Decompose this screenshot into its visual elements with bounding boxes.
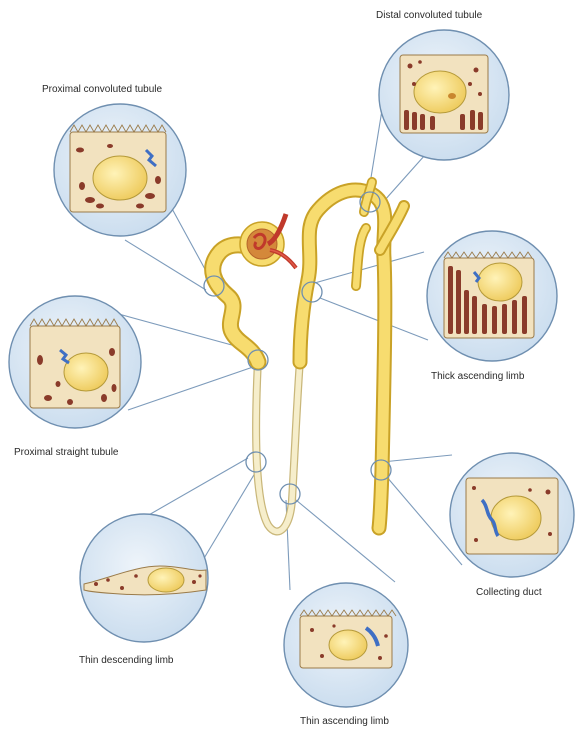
detail-proximal-convoluted-tubule [54, 104, 186, 236]
label-thin-ascending-limb: Thin ascending limb [300, 716, 389, 728]
label-thin-descending-limb: Thin descending limb [79, 655, 174, 667]
detail-thick-ascending-limb [427, 231, 557, 361]
thick-tubules [213, 182, 404, 528]
detail-proximal-straight-tubule [9, 296, 141, 428]
label-thick-ascending-limb: Thick ascending limb [431, 371, 524, 383]
detail-distal-convoluted-tubule [379, 30, 509, 160]
detail-thin-ascending-limb [284, 583, 408, 707]
label-distal-convoluted-tubule: Distal convoluted tubule [376, 10, 482, 22]
label-collecting-duct: Collecting duct [476, 587, 542, 599]
label-proximal-convoluted-tubule: Proximal convoluted tubule [42, 84, 162, 96]
glomerulus [240, 214, 296, 268]
detail-collecting-duct [450, 453, 574, 577]
label-proximal-straight-tubule: Proximal straight tubule [14, 447, 119, 459]
detail-thin-descending-limb [80, 514, 208, 642]
thin-limbs [256, 360, 300, 532]
